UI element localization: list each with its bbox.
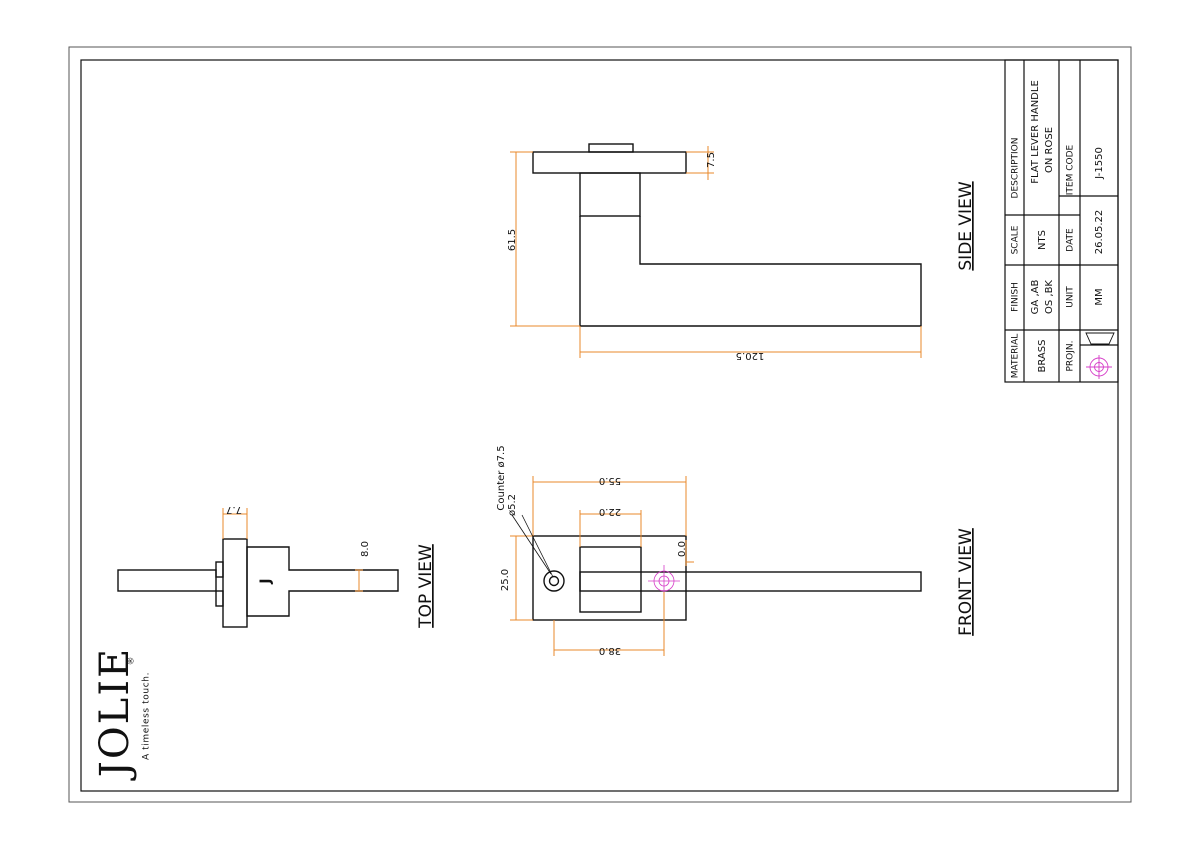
- counter-leader: [511, 514, 554, 578]
- side-view-dimensions: [510, 146, 922, 358]
- front-inner-width-label: 22.0: [599, 506, 621, 517]
- unit-label: UNIT: [1066, 286, 1076, 308]
- description-value-2: ON ROSE: [1044, 127, 1055, 173]
- description-label: DESCRIPTION: [1011, 138, 1021, 199]
- brand-tagline: A timeless touch.: [142, 672, 152, 760]
- top-view-drawing: [117, 538, 399, 628]
- scale-value: NTS: [1037, 230, 1048, 250]
- brand-registered-mark: ®: [127, 657, 137, 666]
- hole-diameter-label: ø5.2: [507, 494, 518, 516]
- title-block-grid: [1004, 59, 1119, 383]
- side-view-title: SIDE VIEW: [956, 181, 976, 270]
- material-label: MATERIAL: [1011, 334, 1021, 379]
- outer-border: [68, 46, 1132, 803]
- front-center-offset-label: 0.0: [677, 541, 688, 557]
- item-code-label: ITEM CODE: [1066, 144, 1076, 195]
- front-rose-width-label: 55.0: [599, 475, 621, 486]
- finish-label: FINISH: [1011, 282, 1021, 312]
- side-height-label: 61.5: [507, 229, 518, 251]
- front-center-mark: [648, 565, 680, 597]
- front-view-title: FRONT VIEW: [956, 528, 976, 636]
- top-view-dimensions: [222, 508, 363, 592]
- side-length-label: 120.5: [736, 350, 765, 361]
- front-rose-height-label: 25.0: [500, 569, 511, 591]
- projection-label: PROJN.: [1066, 340, 1076, 371]
- side-rose-thickness-label: 7.5: [706, 152, 717, 168]
- brand-logo: JOLIE: [92, 647, 138, 781]
- finish-value-1: GA ,AB: [1030, 280, 1041, 315]
- front-view-drawing: [532, 535, 922, 621]
- date-value: 26.05.22: [1094, 210, 1105, 255]
- item-code-value: J-1550: [1094, 147, 1105, 180]
- scale-label: SCALE: [1011, 225, 1021, 254]
- side-view-drawing: [532, 143, 922, 327]
- material-value: BRASS: [1037, 340, 1048, 373]
- unit-value: MM: [1094, 288, 1105, 305]
- top-view-title: TOP VIEW: [416, 544, 436, 629]
- counter-label: Counter ø7.5: [496, 445, 507, 510]
- description-value-1: FLAT LEVER HANDLE: [1030, 80, 1041, 184]
- date-label: DATE: [1066, 228, 1076, 252]
- inner-border: [80, 59, 1119, 792]
- front-hole-spacing-label: 38.0: [599, 645, 621, 656]
- top-lever-thickness-label: 8.0: [360, 541, 371, 557]
- finish-value-2: OS ,BK: [1044, 280, 1055, 314]
- top-rose-thickness-label: 7.7: [226, 504, 242, 515]
- projection-symbol-icon: [1085, 332, 1115, 379]
- handed-mark: J: [258, 578, 274, 584]
- front-view-dimensions: [510, 476, 694, 656]
